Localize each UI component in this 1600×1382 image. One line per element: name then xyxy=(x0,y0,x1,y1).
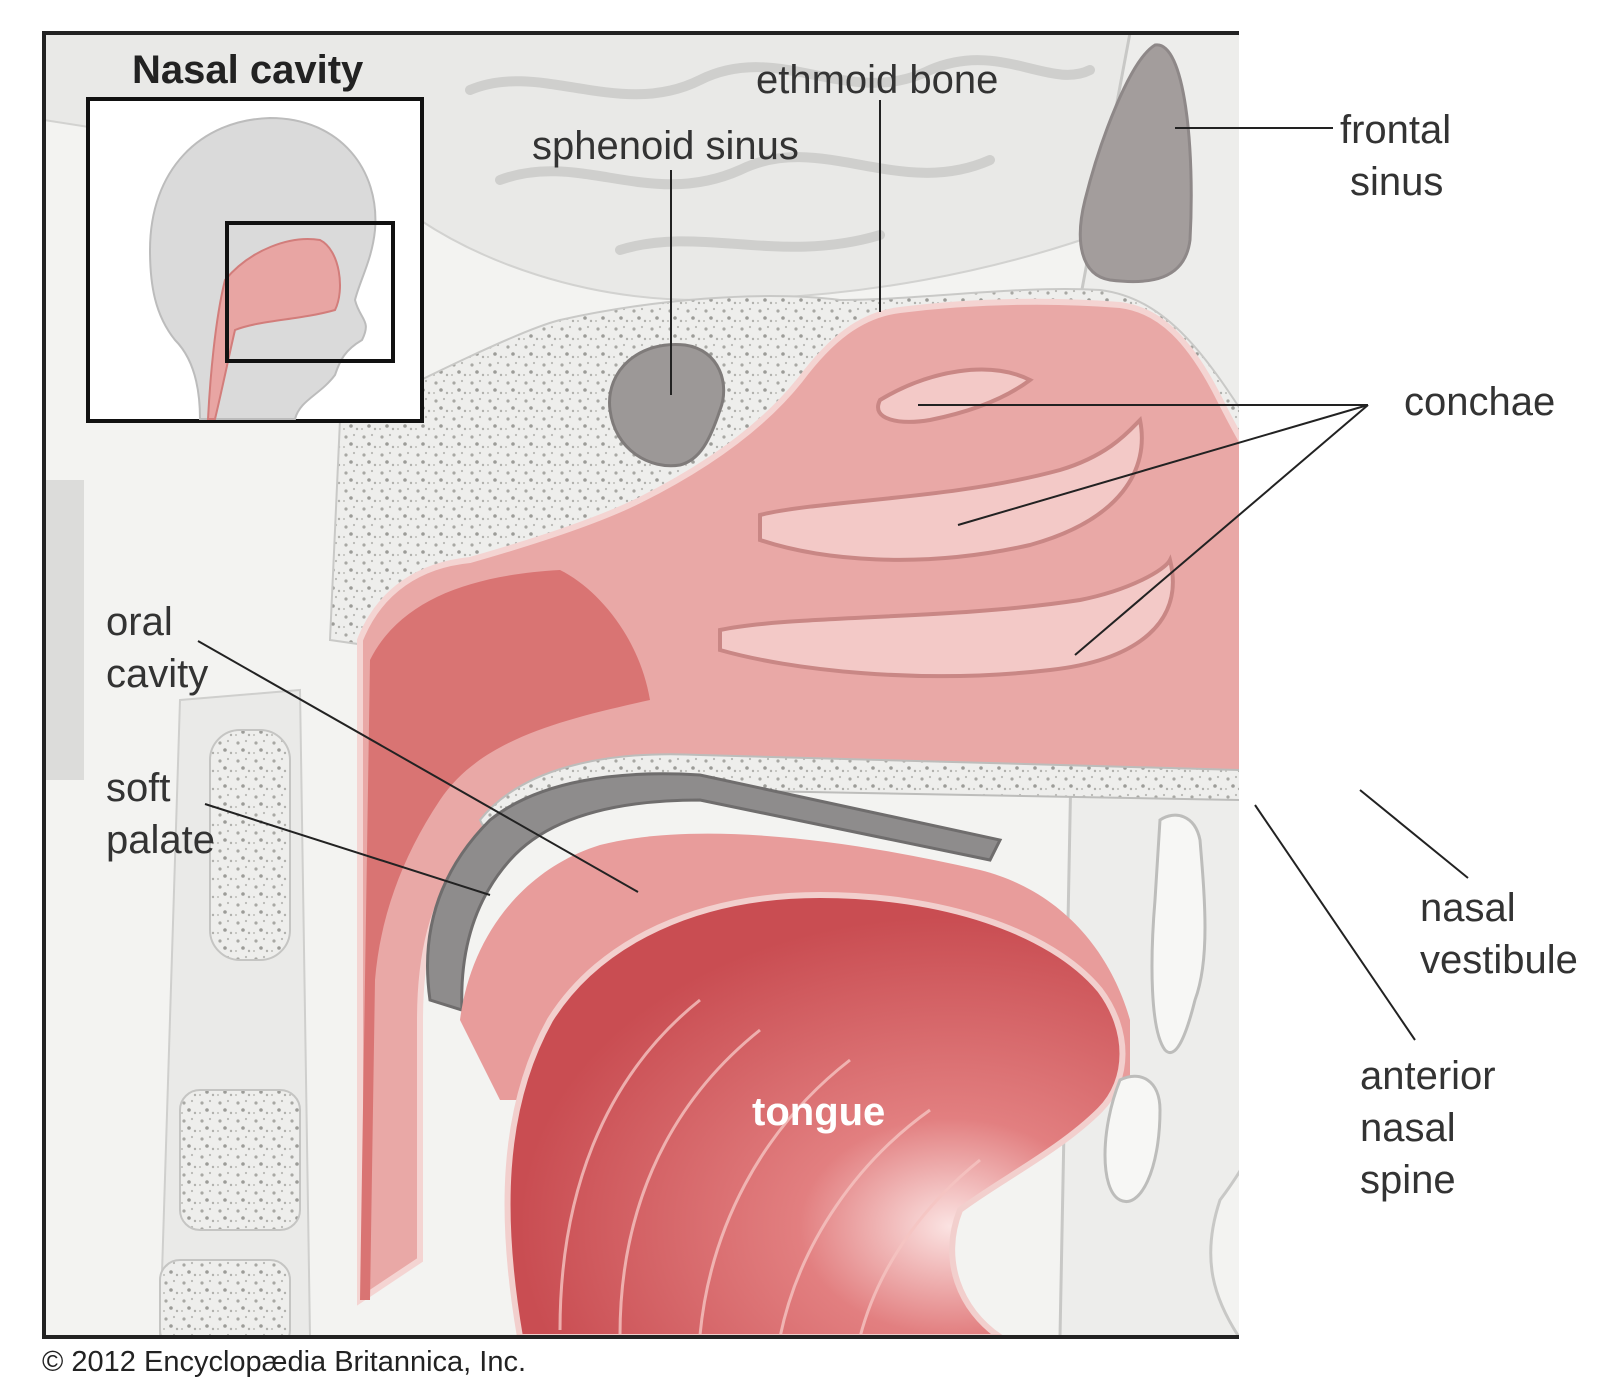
soft-palate-shape xyxy=(426,772,1003,1013)
inset-zoom-box xyxy=(225,221,395,363)
copyright-notice: © 2012 Encyclopædia Britannica, Inc. xyxy=(42,1346,527,1378)
label-nasal-vestibule-line1: nasal xyxy=(1420,886,1516,930)
label-soft-palate-line2: palate xyxy=(106,818,215,862)
vertebra-3 xyxy=(159,1259,291,1337)
concha-upper xyxy=(876,367,1034,424)
leader-conchae-middle xyxy=(957,404,1369,526)
tongue-fibers xyxy=(558,998,981,1337)
label-ethmoid-bone: ethmoid bone xyxy=(756,58,999,102)
main-illustration xyxy=(44,33,1239,1337)
nasopharynx xyxy=(360,570,650,1300)
illustration-frame xyxy=(42,31,1239,1339)
label-oral-cavity-line2: cavity xyxy=(106,652,209,696)
label-oral-cavity-line1: oral xyxy=(106,600,173,644)
label-sphenoid-sinus: sphenoid sinus xyxy=(532,124,799,168)
back-of-head xyxy=(44,480,84,780)
leader-nasal-vestibule xyxy=(1359,789,1469,879)
label-anterior-nasal-spine-line2: nasal xyxy=(1360,1106,1456,1150)
inset-title: Nasal cavity xyxy=(132,48,364,92)
leader-soft-palate xyxy=(204,803,491,896)
leader-conchae-lower xyxy=(1074,404,1369,656)
label-anterior-nasal-spine-line1: anterior xyxy=(1360,1054,1496,1098)
inset-nasal-passage xyxy=(206,238,341,420)
vertebra-2 xyxy=(179,1089,301,1231)
sphenoid-sinus xyxy=(608,342,726,468)
leader-lines xyxy=(197,100,1469,1041)
leader-oral-cavity xyxy=(197,640,639,893)
label-anterior-nasal-spine-line3: spine xyxy=(1360,1158,1456,1202)
upper-incisor xyxy=(1150,813,1207,1054)
label-conchae: conchae xyxy=(1404,380,1556,424)
brain-folds xyxy=(465,55,1095,255)
vertebra-1 xyxy=(209,729,291,961)
tongue-muscle xyxy=(504,891,1126,1337)
label-soft-palate-line1: soft xyxy=(106,766,171,810)
inset-panel xyxy=(86,97,424,423)
frontal-sinus xyxy=(1078,43,1193,284)
label-frontal-sinus-line2: sinus xyxy=(1350,160,1444,204)
leader-anterior-nasal-spine xyxy=(1254,804,1416,1041)
lower-incisor xyxy=(1103,1074,1162,1203)
label-nasal-vestibule-line2: vestibule xyxy=(1420,938,1578,982)
label-frontal-sinus-line1: frontal xyxy=(1340,108,1452,152)
concha-middle xyxy=(758,415,1144,562)
label-tongue: tongue xyxy=(752,1090,886,1134)
